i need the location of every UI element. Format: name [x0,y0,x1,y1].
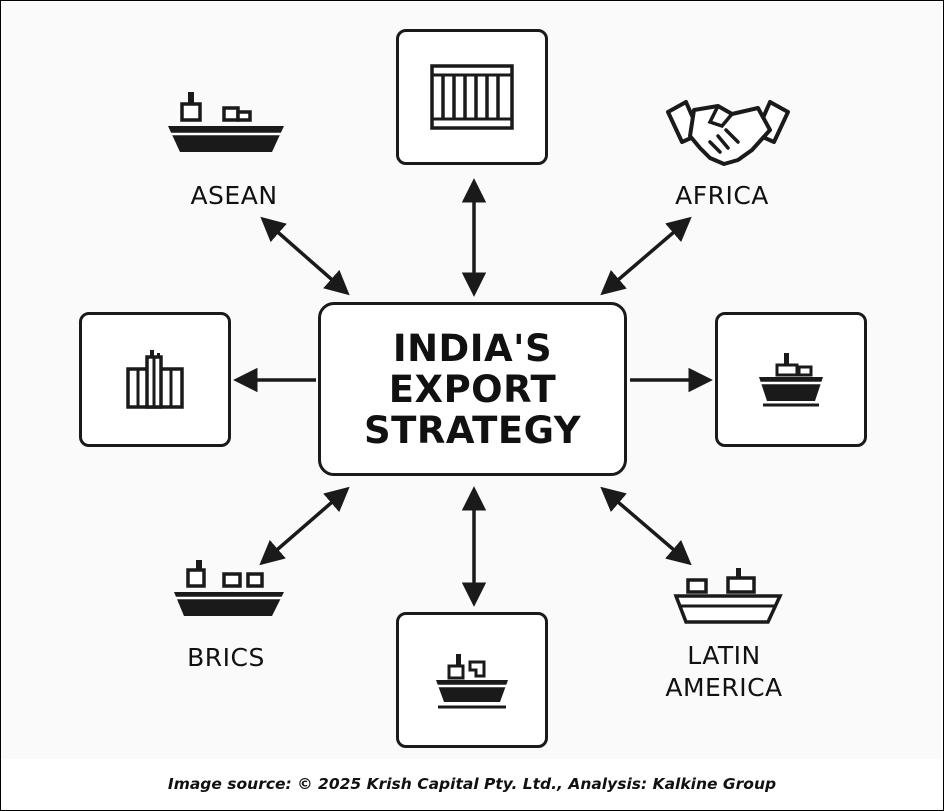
region-label-asean: ASEAN [190,181,278,210]
region-label-line: AMERICA [665,673,783,702]
region-label-africa: AFRICA [675,181,769,210]
hub-title-line: STRATEGY [363,408,581,452]
factory-building-icon [126,349,184,409]
left-icon-box [79,312,231,447]
arrow-africa [600,216,692,296]
region-label-brics: BRICS [187,643,265,672]
hub-title-line: EXPORT [388,367,557,411]
handshake-icon [666,100,790,166]
cargo-ship-icon [174,560,284,616]
cargo-ship-icon [759,352,823,406]
bottom-icon-box [396,612,548,748]
arrow-brics [259,486,350,566]
arrow-latin-america [600,486,692,566]
hub-title-line: INDIA'S [392,326,553,370]
right-icon-box [715,312,867,447]
arrow-asean [260,216,350,296]
region-label-line: LATIN [687,641,761,670]
cargo-ship-icon [168,92,284,152]
shipping-container-icon [430,64,514,130]
region-label-latin-america: LATIN AMERICA [650,640,798,704]
cargo-ship-icon [436,654,508,709]
image-source-credit: Image source: © 2025 Krish Capital Pty. … [167,775,777,793]
hub-box: INDIA'S EXPORT STRATEGY [318,302,627,476]
cargo-ship-icon [673,568,783,624]
top-icon-box [396,29,548,165]
